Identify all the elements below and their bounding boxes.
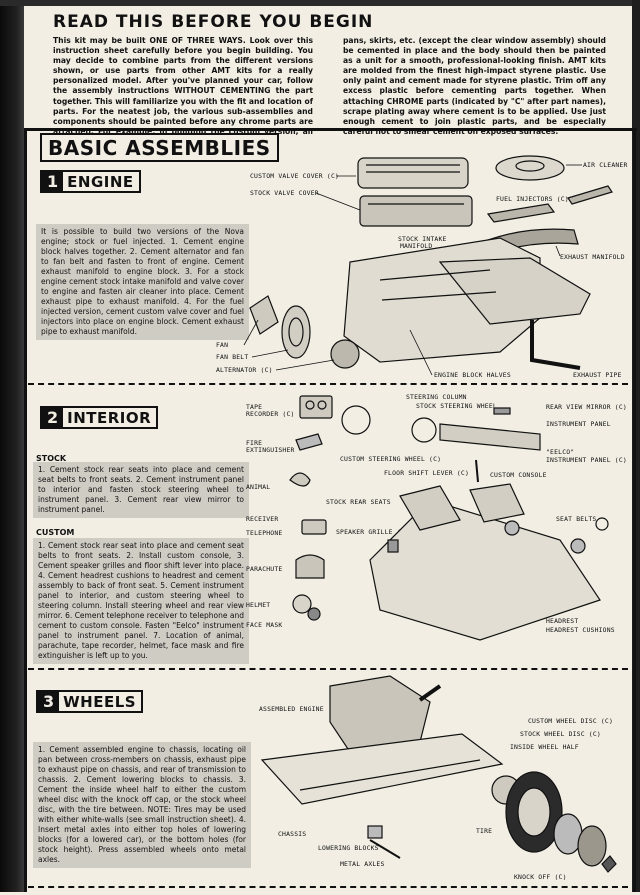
page-title: READ THIS BEFORE YOU BEGIN: [53, 12, 374, 32]
wheels-instructions: 1. Cement assembled engine to chassis, l…: [33, 742, 251, 868]
label-tape-recorder: RECORDER (C): [246, 410, 295, 418]
label-chassis: CHASSIS: [278, 830, 307, 838]
label-extinguisher: EXTINGUISHER: [246, 446, 295, 454]
label-engine-block-halves: ENGINE BLOCK HALVES: [434, 371, 511, 379]
interior-custom-instructions: 1. Cement stock rear seat into place and…: [33, 538, 249, 664]
label-fan-belt: FAN BELT: [216, 353, 249, 361]
label-speaker-grille: SPEAKER GRILLE (C): [336, 528, 409, 536]
interior-section-label: INTERIOR: [67, 409, 152, 427]
label-manifold: MANIFOLD: [400, 242, 433, 250]
top-edge: [0, 0, 640, 6]
engine-section-heading: 1 ENGINE: [40, 170, 141, 193]
label-rear-view-mirror: REAR VIEW MIRROR (C): [546, 403, 627, 411]
label-metal-axles: METAL AXLES: [340, 860, 385, 868]
label-air-cleaner: AIR CLEANER: [583, 161, 628, 169]
label-floor-shift-lever: FLOOR SHIFT LEVER (C): [384, 469, 469, 477]
label-steering-column: STEERING COLUMN: [406, 393, 467, 401]
label-animal: ANIMAL: [246, 483, 271, 491]
engine-instructions: It is possible to build two versions of …: [36, 224, 249, 340]
wheels-section-label: WHEELS: [63, 693, 137, 711]
label-eelco-instrument-panel: INSTRUMENT PANEL (C): [546, 456, 627, 464]
left-binding-edge: [0, 0, 24, 892]
interior-stock-instructions: 1. Cement stock rear seats into place an…: [33, 462, 249, 518]
label-stock-valve-cover: STOCK VALVE COVER: [250, 189, 319, 197]
label-tire: TIRE: [476, 827, 493, 835]
label-exhaust-manifold: EXHAUST MANIFOLD: [560, 253, 625, 261]
label-custom-steering-wheel: CUSTOM STEERING WHEEL (C): [340, 455, 442, 463]
label-headrest: HEADREST: [546, 617, 579, 625]
label-telephone: TELEPHONE: [246, 529, 283, 537]
label-helmet: HELMET: [246, 601, 271, 609]
label-custom-wheel-disc: CUSTOM WHEEL DISC (C): [528, 717, 613, 725]
engine-section-number: 1: [42, 172, 64, 191]
label-lowering-blocks: LOWERING BLOCKS: [318, 844, 379, 852]
label-inside-wheel-half: INSIDE WHEEL HALF: [510, 743, 579, 751]
label-seat-belts: SEAT BELTS: [556, 515, 597, 523]
label-stock-wheel-disc: STOCK WHEEL DISC (C): [520, 730, 601, 738]
custom-heading: CUSTOM: [36, 528, 75, 537]
label-fuel-injectors: FUEL INJECTORS (C): [496, 195, 569, 203]
basic-assemblies-heading: BASIC ASSEMBLIES: [40, 133, 279, 162]
label-knock-off: KNOCK OFF (C): [514, 873, 567, 881]
wheels-section-number: 3: [38, 692, 60, 711]
section-divider: [28, 668, 628, 670]
label-tape: TAPE: [246, 403, 263, 411]
frame-left-rule: [24, 128, 27, 892]
label-alternator: ALTERNATOR (C): [216, 366, 273, 374]
intro-right-column: pans, skirts, etc. (except the clear win…: [343, 36, 606, 136]
label-instrument-panel: INSTRUMENT PANEL: [546, 420, 611, 428]
label-assembled-engine: ASSEMBLED ENGINE: [259, 705, 324, 713]
label-receiver: RECEIVER: [246, 515, 279, 523]
assemblies-frame: [25, 128, 637, 895]
label-eelco: "EELCO": [546, 448, 575, 456]
section-divider: [28, 886, 628, 888]
label-custom-console: CUSTOM CONSOLE: [490, 471, 547, 479]
label-fan: FAN: [216, 341, 229, 349]
stock-heading: STOCK: [36, 454, 67, 463]
engine-section-label: ENGINE: [67, 173, 134, 191]
wheels-section-heading: 3 WHEELS: [36, 690, 144, 713]
label-stock-rear-seats: STOCK REAR SEATS: [326, 498, 391, 506]
label-fire: FIRE: [246, 439, 263, 447]
label-face-mask: FACE MASK: [246, 621, 283, 629]
interior-section-number: 2: [42, 408, 64, 427]
interior-section-heading: 2 INTERIOR: [40, 406, 159, 429]
section-divider: [28, 383, 628, 385]
right-edge: [632, 0, 640, 892]
label-headrest-cushions: HEADREST CUSHIONS: [546, 626, 615, 634]
label-exhaust-pipe: EXHAUST PIPE: [573, 371, 622, 379]
label-custom-valve-cover: CUSTOM VALVE COVER (C): [250, 172, 340, 180]
label-stock-steering-wheel: STOCK STEERING WHEEL: [416, 402, 497, 410]
label-parachute: PARACHUTE: [246, 565, 283, 573]
frame-right-rule: [633, 128, 636, 892]
